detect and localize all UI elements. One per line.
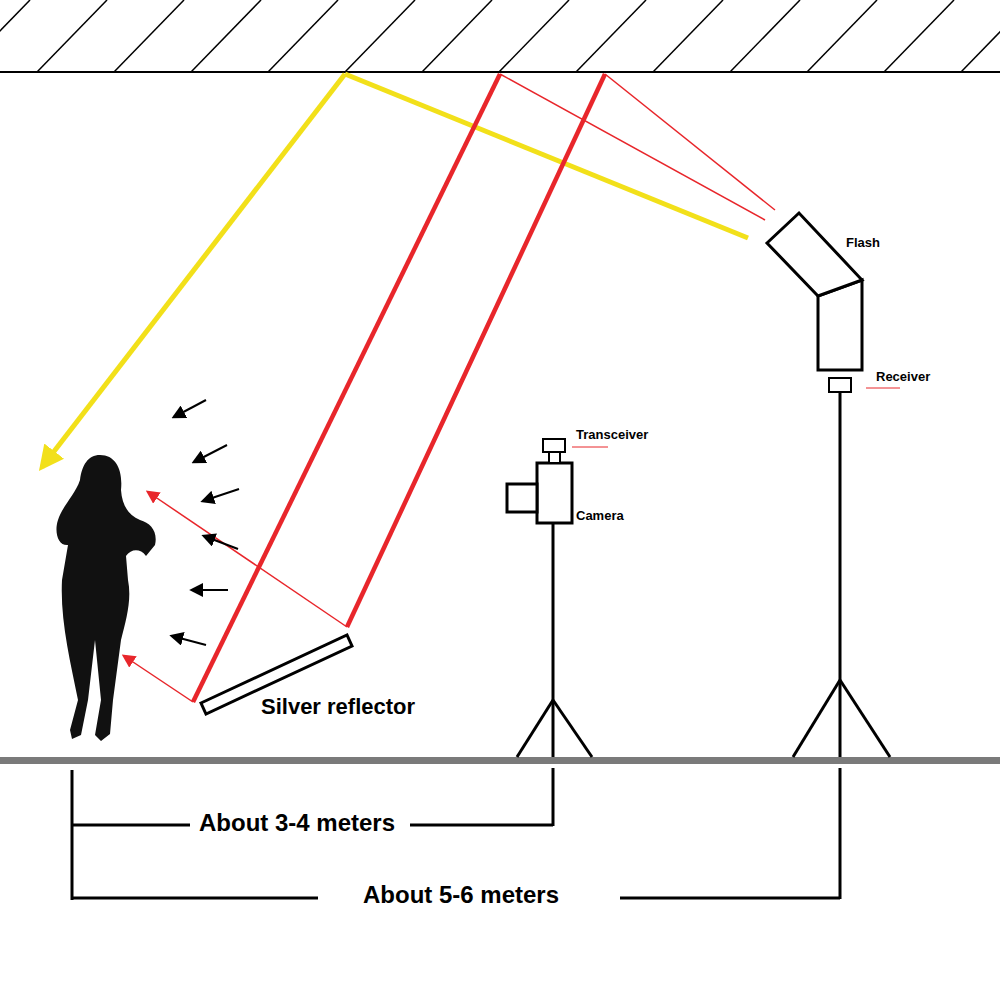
- transceiver-label: Transceiver: [576, 428, 648, 442]
- hatch-stroke: [884, 0, 954, 72]
- hatch-stroke: [268, 0, 338, 72]
- hatch-stroke: [37, 0, 107, 72]
- hatch-stroke: [345, 0, 415, 72]
- reflector-label: Silver reflector: [261, 695, 415, 719]
- model-silhouette: [56, 455, 155, 741]
- hatch-stroke: [422, 0, 492, 72]
- camera-label: Camera: [576, 509, 624, 523]
- hatch-stroke: [0, 0, 30, 72]
- camera-rig: [507, 439, 592, 757]
- leader-lines: [572, 388, 900, 447]
- hatch-stroke: [114, 0, 184, 72]
- hatch-stroke: [807, 0, 877, 72]
- dimension-label: About 5-6 meters: [360, 882, 562, 908]
- hatch-stroke: [191, 0, 261, 72]
- hatch-stroke: [961, 0, 1000, 72]
- yellow-ray: [42, 74, 748, 467]
- hatch-stroke: [653, 0, 723, 72]
- flash-label: Flash: [846, 236, 880, 250]
- receiver-label: Receiver: [876, 370, 930, 384]
- floor: [0, 757, 1000, 764]
- flash-rig: [767, 213, 890, 757]
- ceiling-hatching: [0, 0, 1000, 72]
- dimension-label: About 3-4 meters: [196, 810, 398, 836]
- light-arrows: [172, 400, 239, 645]
- dimension-lines: [72, 768, 840, 900]
- red-rays: [124, 74, 775, 702]
- hatch-stroke: [499, 0, 569, 72]
- hatch-stroke: [576, 0, 646, 72]
- ceiling-line: [0, 71, 1000, 73]
- hatch-stroke: [730, 0, 800, 72]
